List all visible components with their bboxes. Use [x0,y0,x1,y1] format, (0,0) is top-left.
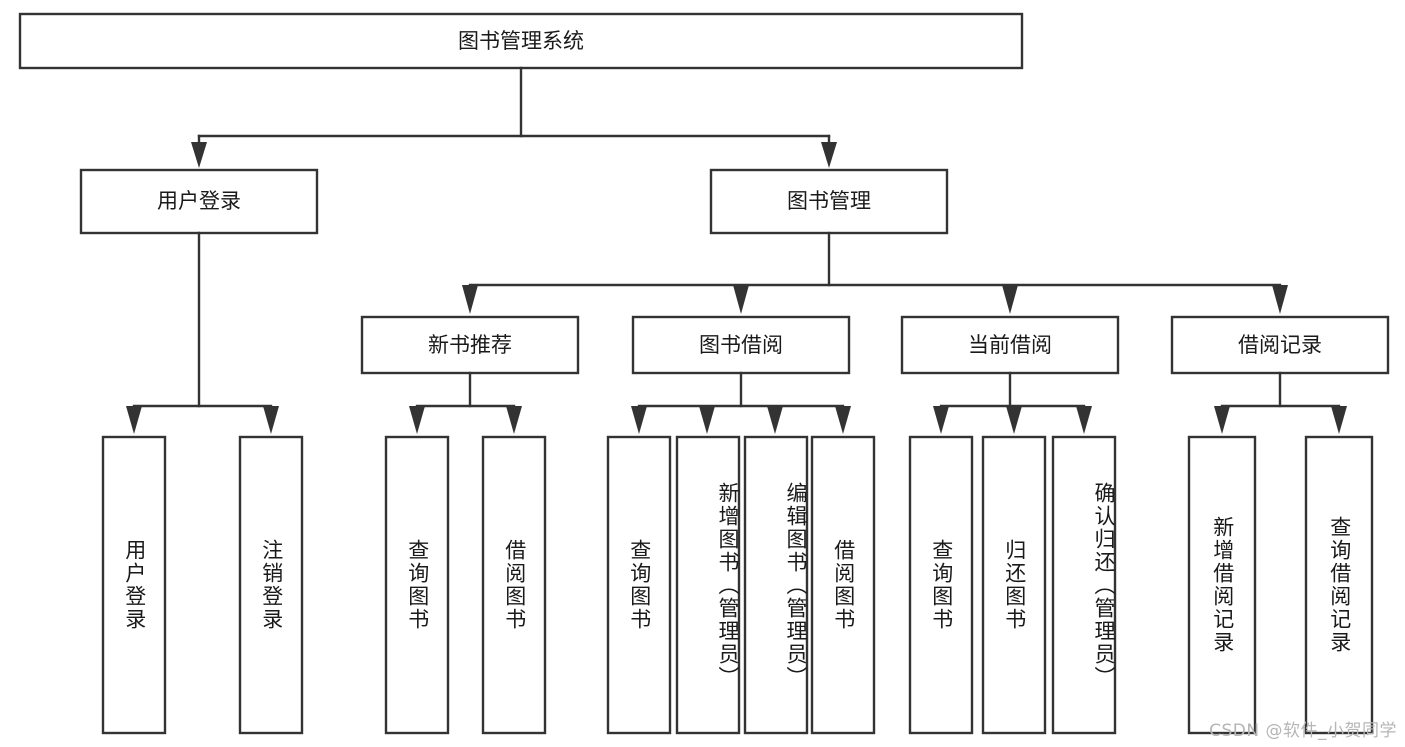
node-borrow-record[interactable]: 借阅记录 [1170,315,1390,375]
leaf-box-query-record[interactable] [1304,435,1374,735]
node-new-book-recommend-label: 新书推荐 [428,333,512,357]
node-root[interactable]: 图书管理系统 [18,12,1024,70]
arrow-head-leaf-confirm-return [1076,406,1092,434]
node-new-book-recommend-box[interactable] [360,315,580,375]
arrow-head-leaf-query-record [1331,406,1347,434]
node-current-borrow[interactable]: 当前借阅 [900,315,1120,375]
node-borrow-record-box[interactable] [1170,315,1390,375]
leaf-box-borrow-book-2[interactable] [810,435,876,735]
leaf-box-borrow-book-1[interactable] [481,435,547,735]
node-current-borrow-label: 当前借阅 [968,333,1052,357]
leaf-box-query-book-2[interactable] [606,435,672,735]
arrow-head-leaf-add-record [1214,406,1230,434]
arrow-head-leaf-return-book [1006,406,1022,434]
arrow-head-leaf-add-book [699,406,715,434]
arrow-head-leaf-user-login [126,406,142,434]
node-new-book-recommend[interactable]: 新书推荐 [360,315,580,375]
leaf-box-return-book[interactable] [981,435,1047,735]
arrow-head-leaf-edit-book [767,406,783,434]
arrow-head-leaf-logout [263,406,279,434]
arrow-head-leaf-query-book-1 [409,406,425,434]
arrow-head-leaf-borrow-book-1 [506,406,522,434]
arrow-head-leaf-query-book-3 [933,406,949,434]
node-book-manage-box[interactable] [709,168,949,235]
leaf-box-user-login[interactable] [101,435,167,735]
arrow-head-to-current-borrow [1002,285,1018,314]
node-book-borrow-label: 图书借阅 [699,333,783,357]
node-current-borrow-box[interactable] [900,315,1120,375]
node-book-manage[interactable]: 图书管理 [709,168,949,235]
watermark-text: CSDN @软件_小贺同学 [1209,721,1397,741]
leaf-box-edit-book[interactable] [743,435,809,735]
leaf-box-query-book-3[interactable] [908,435,974,735]
arrow-head-to-user-login [191,142,207,168]
node-book-manage-label: 图书管理 [787,189,871,213]
arrow-head-to-borrow-record [1272,285,1288,314]
leaf-box-add-record[interactable] [1187,435,1257,735]
arrow-head-leaf-borrow-book-2 [835,406,851,434]
arrow-head-to-book-borrow [733,285,749,314]
node-user-login-label: 用户登录 [157,189,241,213]
leaf-box-query-book-1[interactable] [384,435,450,735]
node-user-login[interactable]: 用户登录 [79,168,319,235]
node-book-borrow[interactable]: 图书借阅 [631,315,851,375]
leaf-box-confirm-return[interactable] [1051,435,1117,735]
arrow-head-to-new-book [462,285,478,314]
leaf-box-logout[interactable] [238,435,304,735]
arrow-head-leaf-query-book-2 [631,406,647,434]
node-borrow-record-label: 借阅记录 [1238,333,1322,357]
leaf-box-add-book[interactable] [675,435,741,735]
node-root-box[interactable] [18,12,1024,70]
node-root-label: 图书管理系统 [458,29,584,53]
arrow-head-to-book-manage [821,142,837,168]
node-book-borrow-box[interactable] [631,315,851,375]
